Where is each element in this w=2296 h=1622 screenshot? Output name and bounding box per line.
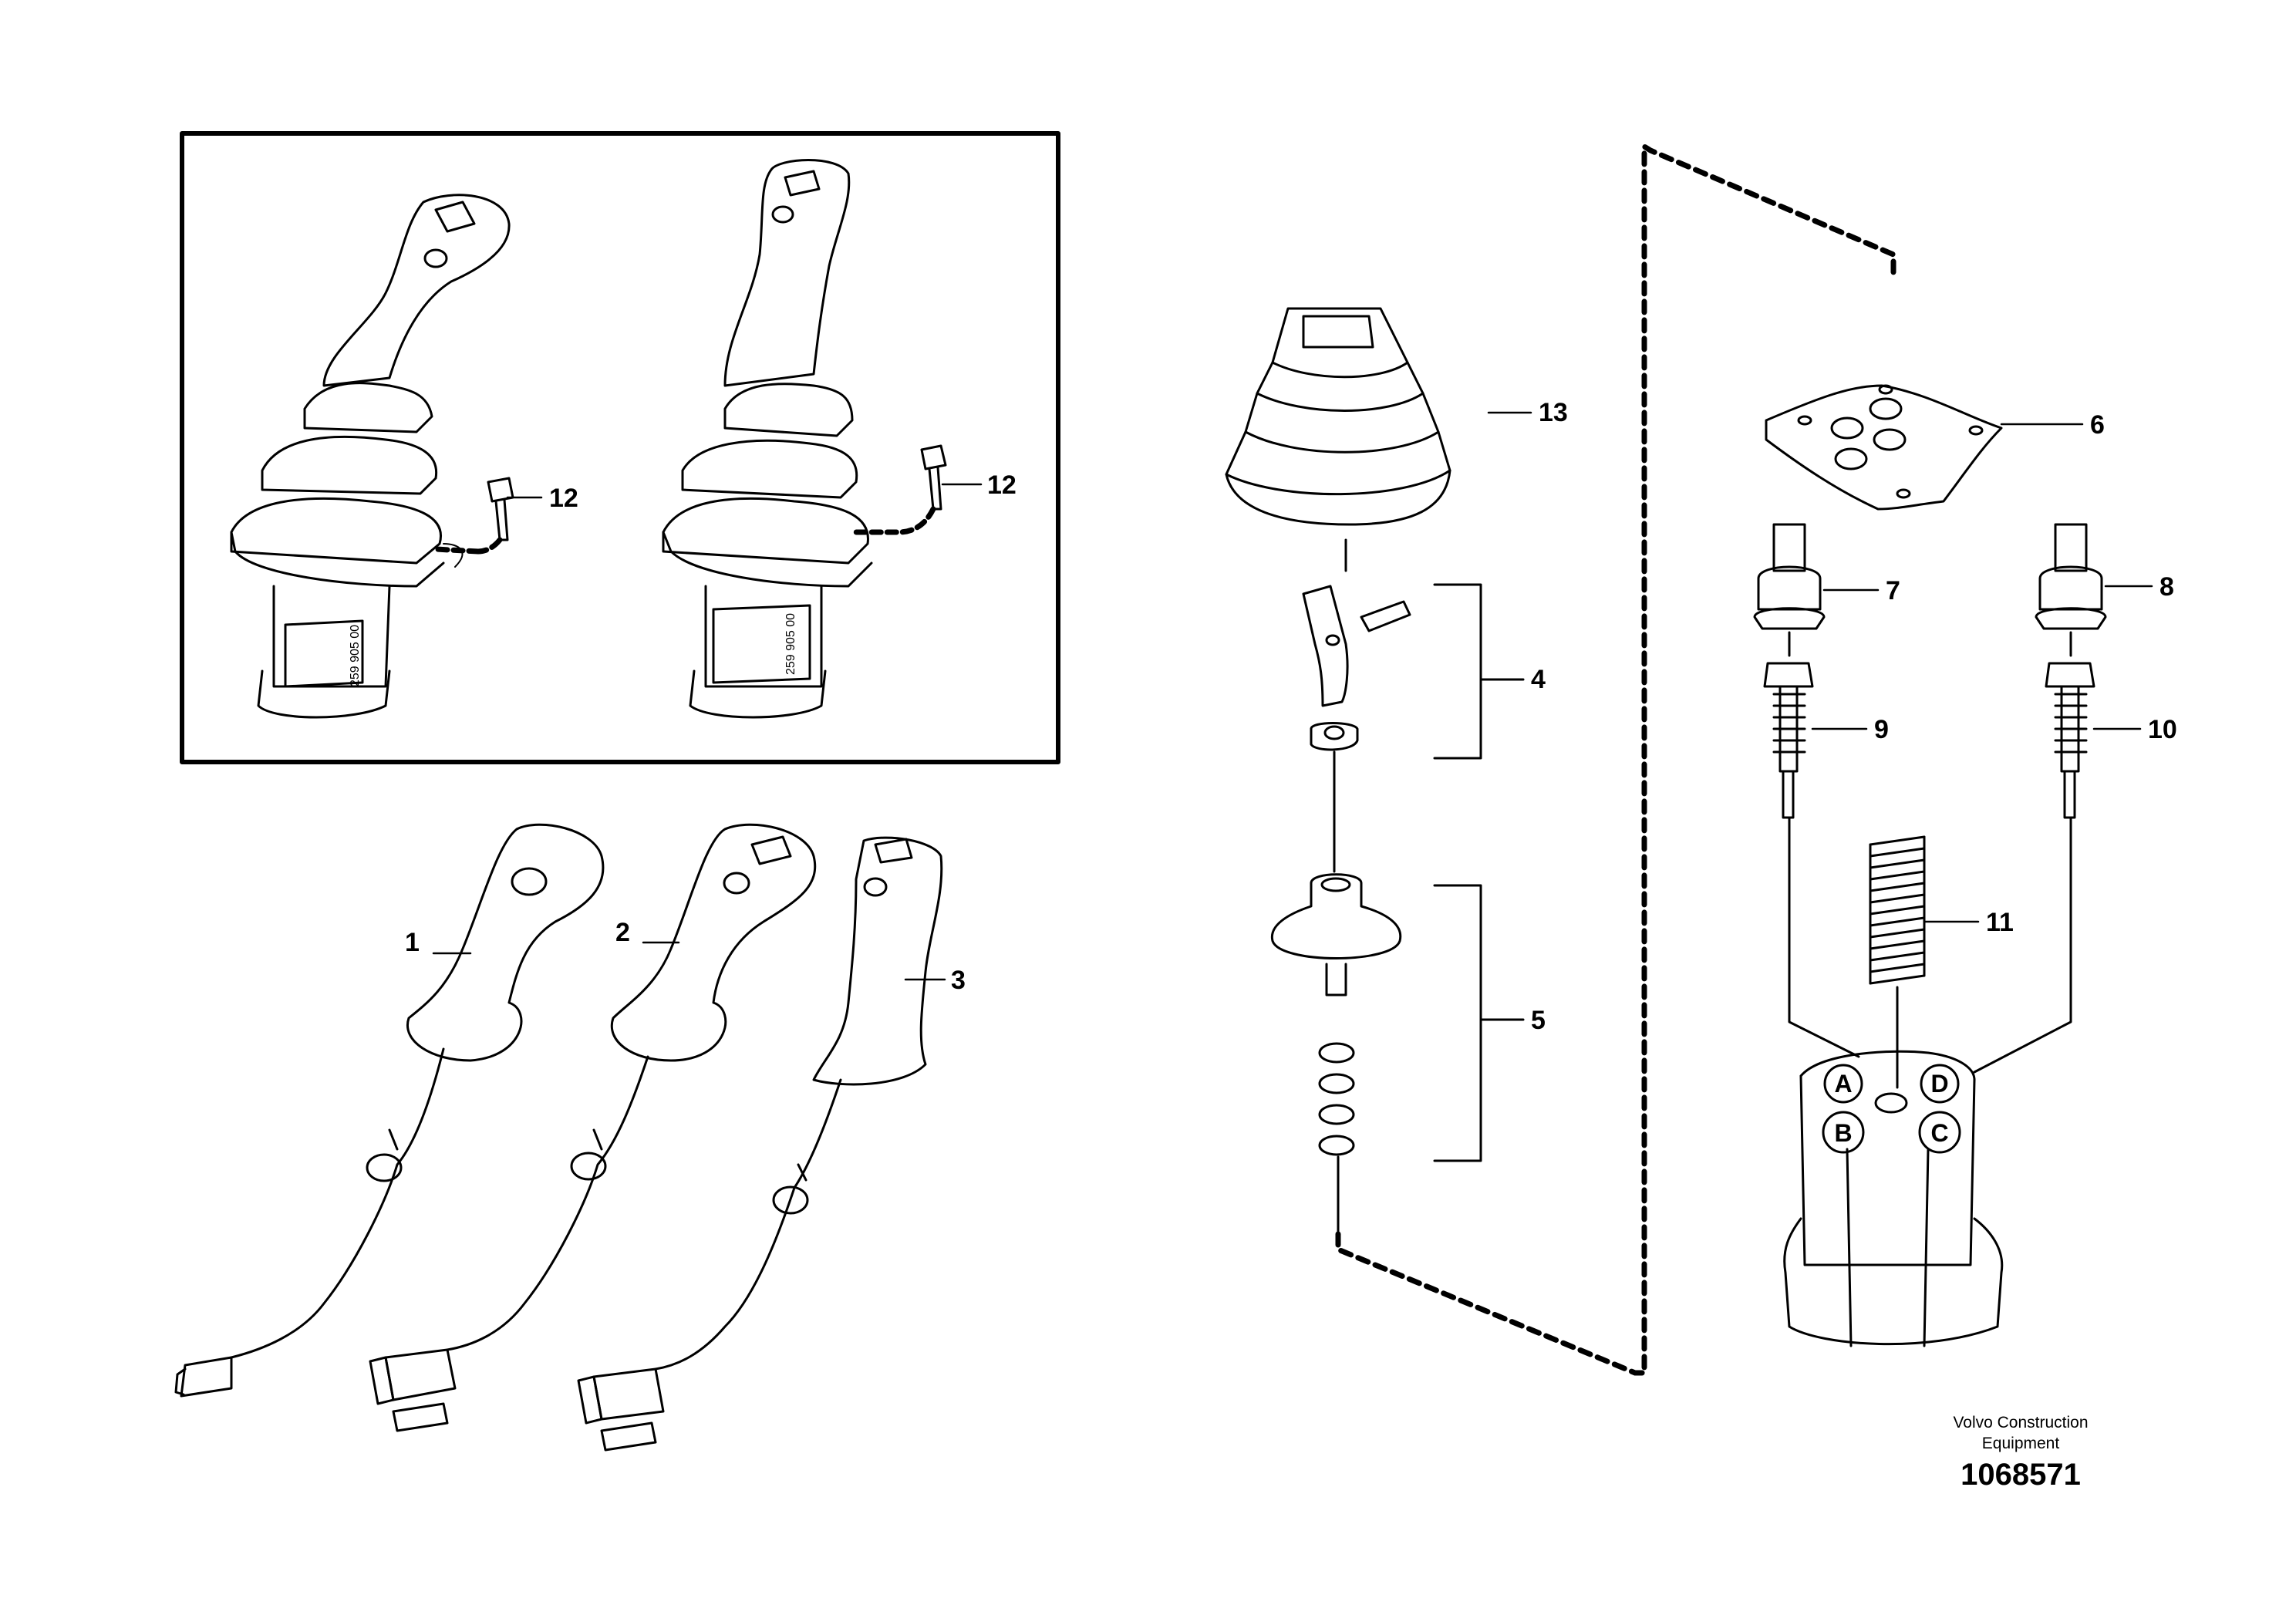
bolt-left [433, 477, 514, 555]
callout-2: 2 [615, 918, 630, 947]
callout-8: 8 [2159, 572, 2174, 602]
leader-lines [432, 411, 2153, 981]
valve-housing [1783, 1050, 2004, 1347]
port-label-c: C [1930, 1119, 1948, 1147]
callout-1: 1 [405, 928, 420, 957]
callout-11: 11 [1986, 908, 2014, 937]
plate-6 [1765, 384, 2003, 511]
company-line-1: Volvo Construction [1953, 1414, 2088, 1431]
pin-10 [2045, 662, 2095, 819]
dashed-connector [1335, 143, 1896, 1376]
assembled-joystick-left [230, 194, 511, 719]
port-label-b: B [1834, 1119, 1852, 1147]
callout-4: 4 [1531, 665, 1546, 694]
plunger-8 [2035, 523, 2107, 657]
inset-frame [180, 131, 1060, 764]
bearing-5 [1270, 873, 1402, 1236]
callout-9: 9 [1874, 715, 1889, 744]
callout-12-left: 12 [549, 484, 578, 513]
rubber-boot-13 [1225, 307, 1451, 572]
lever-4 [1302, 585, 1411, 873]
callout-10: 10 [2148, 715, 2177, 744]
callout-5: 5 [1531, 1006, 1546, 1035]
handle-3 [577, 836, 943, 1452]
assembled-joystick-right [662, 159, 873, 719]
spring-11 [1869, 835, 1926, 1089]
callout-12-right: 12 [987, 470, 1017, 500]
port-label-d: D [1930, 1070, 1948, 1098]
plunger-7 [1753, 523, 1826, 657]
handle-1 [174, 823, 605, 1398]
guide-lines [1788, 816, 2072, 1074]
drawing-number: 1068571 [1961, 1458, 2081, 1492]
bolt-right [853, 444, 947, 535]
callout-6: 6 [2090, 410, 2105, 440]
callout-3: 3 [951, 966, 966, 995]
callout-7: 7 [1886, 576, 1900, 605]
company-line-2: Equipment [1982, 1435, 2060, 1452]
stamp-right: 259 905 00 [784, 613, 797, 675]
port-label-a: A [1834, 1070, 1852, 1098]
brackets [1433, 583, 1525, 1162]
handle-2 [369, 823, 817, 1432]
callout-13: 13 [1539, 398, 1568, 427]
stamp-left: 259 905 00 [349, 625, 362, 686]
pin-9 [1763, 662, 1814, 819]
